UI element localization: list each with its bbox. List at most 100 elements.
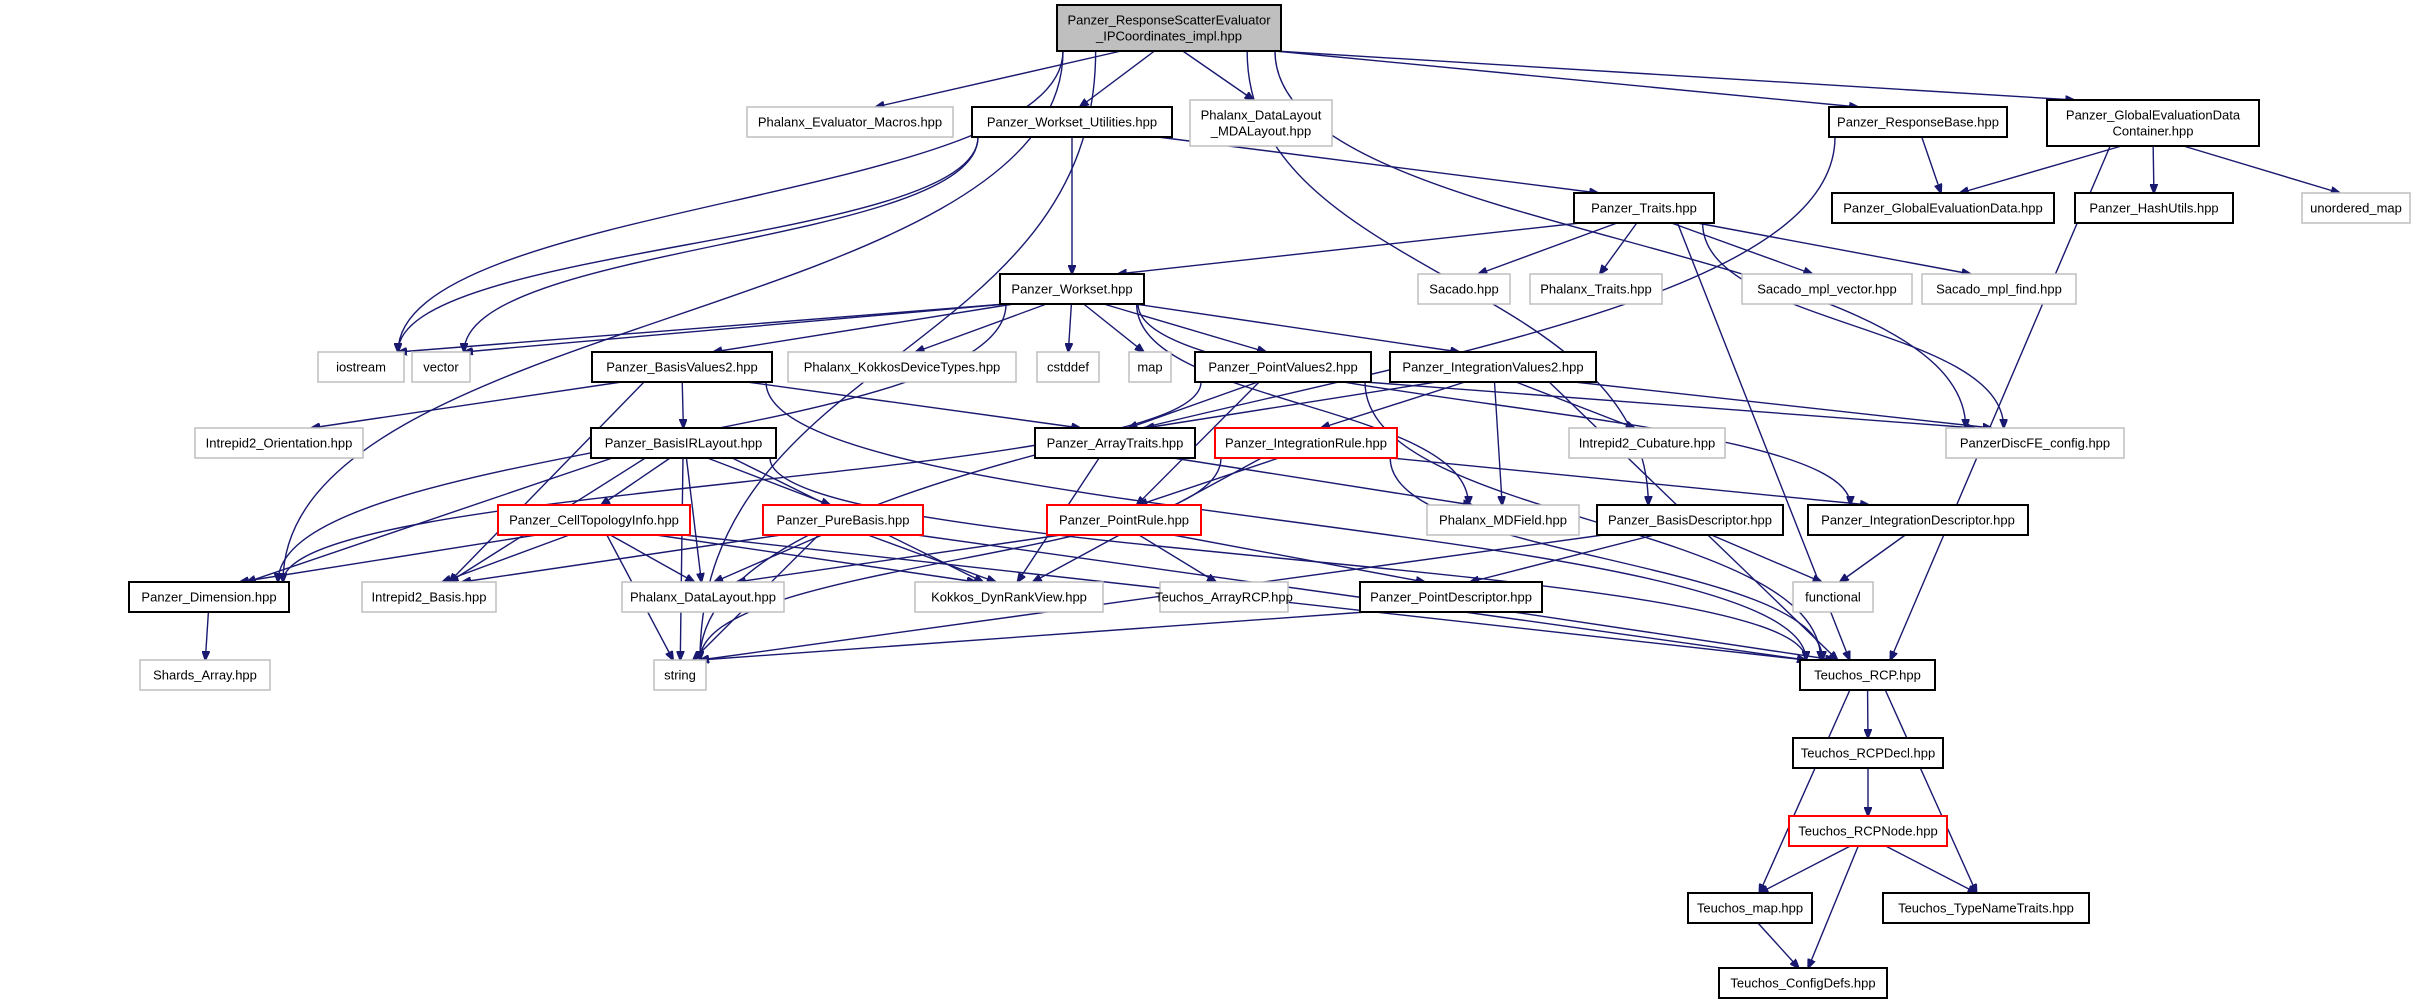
- node-pointdesc[interactable]: Panzer_PointDescriptor.hpp: [1359, 581, 1543, 613]
- node-box[interactable]: [1214, 427, 1398, 459]
- node-sacadofind[interactable]: Sacado_mpl_find.hpp: [1921, 273, 2077, 305]
- node-pointrule[interactable]: Panzer_PointRule.hpp: [1046, 504, 1202, 536]
- node-box[interactable]: [591, 351, 773, 383]
- node-box[interactable]: [1921, 273, 2077, 305]
- node-box[interactable]: [1159, 581, 1289, 613]
- node-box[interactable]: [1359, 581, 1543, 613]
- node-intdesc[interactable]: Panzer_IntegrationDescriptor.hpp: [1807, 504, 2029, 536]
- node-box[interactable]: [1417, 273, 1511, 305]
- node-box[interactable]: [1568, 427, 1726, 459]
- node-box[interactable]: [194, 427, 364, 459]
- node-box[interactable]: [1189, 99, 1333, 147]
- node-box[interactable]: [128, 581, 290, 613]
- node-intrepidbasis[interactable]: Intrepid2_Basis.hpp: [361, 581, 497, 613]
- node-box[interactable]: [787, 351, 1017, 383]
- node-orientation[interactable]: Intrepid2_Orientation.hpp: [194, 427, 364, 459]
- node-hashutils[interactable]: Panzer_HashUtils.hpp: [2074, 192, 2234, 224]
- node-box[interactable]: [1573, 192, 1715, 224]
- node-sacado[interactable]: Sacado.hpp: [1417, 273, 1511, 305]
- node-traits[interactable]: Panzer_Traits.hpp: [1573, 192, 1715, 224]
- node-box[interactable]: [1036, 351, 1100, 383]
- node-rcpdecl[interactable]: Teuchos_RCPDecl.hpp: [1792, 737, 1944, 769]
- node-box[interactable]: [914, 581, 1104, 613]
- node-box[interactable]: [1128, 351, 1172, 383]
- node-box[interactable]: [1034, 427, 1196, 459]
- node-responsebase[interactable]: Panzer_ResponseBase.hpp: [1828, 106, 2008, 138]
- node-kokkosdev[interactable]: Phalanx_KokkosDeviceTypes.hpp: [787, 351, 1017, 383]
- node-string[interactable]: string: [653, 659, 707, 691]
- node-purebasis[interactable]: Panzer_PureBasis.hpp: [762, 504, 924, 536]
- node-box[interactable]: [1799, 659, 1936, 691]
- node-box[interactable]: [1831, 192, 2055, 224]
- node-box[interactable]: [1792, 737, 1944, 769]
- node-box[interactable]: [999, 273, 1145, 305]
- node-celltopo[interactable]: Panzer_CellTopologyInfo.hpp: [497, 504, 691, 536]
- node-box[interactable]: [411, 351, 471, 383]
- node-ged[interactable]: Panzer_GlobalEvaluationData.hpp: [1831, 192, 2055, 224]
- node-box[interactable]: [1718, 967, 1888, 999]
- node-typenametraits[interactable]: Teuchos_TypeNameTraits.hpp: [1882, 892, 2090, 924]
- node-rcp[interactable]: Teuchos_RCP.hpp: [1799, 659, 1936, 691]
- node-box[interactable]: [971, 106, 1173, 138]
- node-box[interactable]: [2074, 192, 2234, 224]
- node-cstddef[interactable]: cstddef: [1036, 351, 1100, 383]
- node-box[interactable]: [621, 581, 785, 613]
- node-phxdatalayout[interactable]: Phalanx_DataLayout.hpp: [621, 581, 785, 613]
- node-sacadompl[interactable]: Sacado_mpl_vector.hpp: [1741, 273, 1913, 305]
- node-tmap[interactable]: Teuchos_map.hpp: [1687, 892, 1813, 924]
- node-intvalues2[interactable]: Panzer_IntegrationValues2.hpp: [1389, 351, 1597, 383]
- node-basisdesc[interactable]: Panzer_BasisDescriptor.hpp: [1596, 504, 1784, 536]
- node-basisirlayout[interactable]: Panzer_BasisIRLayout.hpp: [590, 427, 777, 459]
- node-mdalayout[interactable]: Phalanx_DataLayout_MDALayout.hpp: [1189, 99, 1333, 147]
- node-box[interactable]: [762, 504, 924, 536]
- node-arraytraits[interactable]: Panzer_ArrayTraits.hpp: [1034, 427, 1196, 459]
- node-worksetutil[interactable]: Panzer_Workset_Utilities.hpp: [971, 106, 1173, 138]
- node-configdefs[interactable]: Teuchos_ConfigDefs.hpp: [1718, 967, 1888, 999]
- node-box[interactable]: [1426, 504, 1580, 536]
- node-vector[interactable]: vector: [411, 351, 471, 383]
- node-basisvalues2[interactable]: Panzer_BasisValues2.hpp: [591, 351, 773, 383]
- node-box[interactable]: [1792, 581, 1874, 613]
- node-evalmacros[interactable]: Phalanx_Evaluator_Macros.hpp: [746, 106, 954, 138]
- node-discfeconfig[interactable]: PanzerDiscFE_config.hpp: [1945, 427, 2125, 459]
- node-box[interactable]: [1687, 892, 1813, 924]
- node-box[interactable]: [2046, 99, 2260, 147]
- node-box[interactable]: [1882, 892, 2090, 924]
- node-box[interactable]: [746, 106, 954, 138]
- node-box[interactable]: [1788, 815, 1948, 847]
- node-shards[interactable]: Shards_Array.hpp: [139, 659, 271, 691]
- node-box[interactable]: [1389, 351, 1597, 383]
- node-dynrank[interactable]: Kokkos_DynRankView.hpp: [914, 581, 1104, 613]
- node-box[interactable]: [317, 351, 405, 383]
- node-box[interactable]: [1807, 504, 2029, 536]
- node-iostream[interactable]: iostream: [317, 351, 405, 383]
- node-mdfield[interactable]: Phalanx_MDField.hpp: [1426, 504, 1580, 536]
- node-box[interactable]: [1828, 106, 2008, 138]
- node-dimension[interactable]: Panzer_Dimension.hpp: [128, 581, 290, 613]
- node-box[interactable]: [1945, 427, 2125, 459]
- node-box[interactable]: [590, 427, 777, 459]
- node-intrule[interactable]: Panzer_IntegrationRule.hpp: [1214, 427, 1398, 459]
- node-box[interactable]: [497, 504, 691, 536]
- node-map[interactable]: map: [1128, 351, 1172, 383]
- node-unorderedmap[interactable]: unordered_map: [2301, 192, 2411, 224]
- node-box[interactable]: [361, 581, 497, 613]
- node-phxtraits[interactable]: Phalanx_Traits.hpp: [1529, 273, 1663, 305]
- node-cubature[interactable]: Intrepid2_Cubature.hpp: [1568, 427, 1726, 459]
- node-rcpnode[interactable]: Teuchos_RCPNode.hpp: [1788, 815, 1948, 847]
- node-box[interactable]: [1056, 4, 1282, 52]
- node-box[interactable]: [1741, 273, 1913, 305]
- node-arrayrcp[interactable]: Teuchos_ArrayRCP.hpp: [1155, 581, 1293, 613]
- node-functional[interactable]: functional: [1792, 581, 1874, 613]
- node-box[interactable]: [1194, 351, 1372, 383]
- node-workset[interactable]: Panzer_Workset.hpp: [999, 273, 1145, 305]
- node-box[interactable]: [653, 659, 707, 691]
- node-box[interactable]: [1046, 504, 1202, 536]
- node-box[interactable]: [139, 659, 271, 691]
- node-box[interactable]: [1529, 273, 1663, 305]
- node-pointvalues2[interactable]: Panzer_PointValues2.hpp: [1194, 351, 1372, 383]
- node-box[interactable]: [1596, 504, 1784, 536]
- node-root[interactable]: Panzer_ResponseScatterEvaluator_IPCoordi…: [1056, 4, 1282, 52]
- node-box[interactable]: [2301, 192, 2411, 224]
